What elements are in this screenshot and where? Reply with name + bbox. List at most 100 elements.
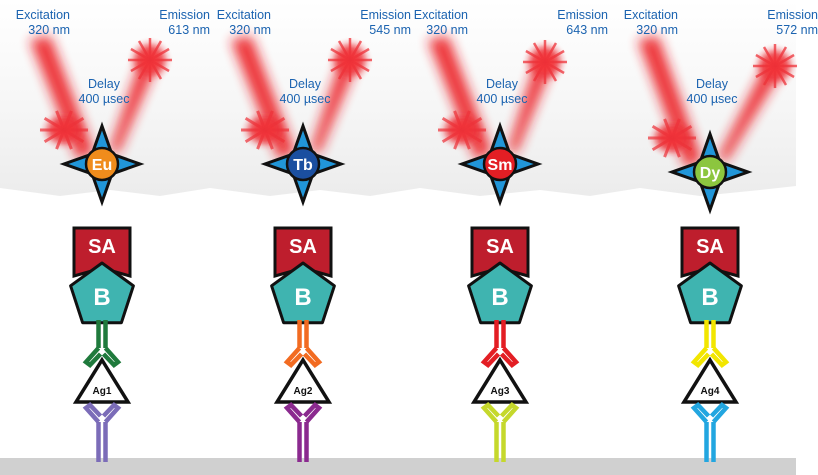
biotin-label: B [701, 284, 718, 311]
lanthanide-ion [482, 146, 518, 182]
excitation-label-line: Excitation [216, 8, 271, 22]
emission-ray [532, 61, 547, 82]
antigen-triangle [273, 356, 333, 404]
emission-beam [110, 38, 172, 154]
emission-ray [544, 49, 565, 64]
excitation-ray [263, 129, 274, 150]
emission-label-line: Emission [557, 8, 608, 22]
emission-ray [544, 60, 565, 75]
biotin-label: B [491, 284, 508, 311]
delay-label-line: 400 µsec [279, 92, 331, 106]
emission-beam-streak [311, 56, 356, 154]
antigen-triangle [470, 356, 530, 404]
antibody-left-arm [480, 346, 501, 368]
emission-beam [508, 40, 567, 154]
excitation-ray [55, 129, 66, 150]
antibody-heavy-chain [711, 320, 716, 348]
excitation-ray [62, 129, 73, 150]
excitation-label-line: Excitation [623, 8, 678, 22]
emission-ray [349, 58, 370, 73]
antigen-label: Ag1 [93, 386, 112, 397]
emission-ray [130, 58, 151, 73]
antibody-left-arm [283, 346, 304, 368]
emission-ray [543, 42, 558, 63]
excitation-ray [244, 116, 266, 132]
excitation-ray [244, 128, 266, 144]
antibody-heavy-chain [96, 320, 101, 348]
biotin-pentagon [69, 261, 135, 325]
delay-label-line: Delay [696, 77, 728, 91]
emission-ray [762, 65, 777, 86]
antibody-heavy-chain [103, 422, 108, 462]
plate-surface [0, 458, 796, 475]
emission-ray [773, 46, 788, 67]
lanthanide-label: Eu [92, 157, 112, 174]
emission-label-line: Emission [767, 8, 818, 22]
streptavidin-label: SA [88, 236, 116, 258]
antibody-heavy-chain [297, 422, 302, 462]
antibody-heavy-chain [304, 422, 309, 462]
emission-ray [149, 58, 170, 73]
antibody-left-arm [283, 402, 304, 424]
biotin-pentagon [677, 261, 743, 325]
antibody-right-arm [499, 402, 520, 424]
biotin-label: B [294, 284, 311, 311]
antibody-right-arm [101, 346, 122, 368]
biotin-pentagon [270, 261, 336, 325]
emission-label-line: 643 nm [566, 23, 608, 37]
lanthanide-label: Dy [700, 165, 721, 182]
emission-ray [130, 47, 151, 62]
emission-ray [755, 64, 776, 79]
lanthanide-ion [84, 146, 120, 182]
emission-ray [773, 65, 788, 86]
antibody-heavy-chain [711, 422, 716, 462]
excitation-ray [63, 128, 85, 144]
streptavidin-label: SA [696, 236, 724, 258]
antibody-left-arm [82, 346, 103, 368]
emission-ray [337, 40, 352, 61]
antibody-left-arm [690, 346, 711, 368]
antibody-heavy-chain [96, 422, 101, 462]
antibody-heavy-chain [704, 320, 709, 348]
emission-ray [137, 59, 152, 80]
biotin-pentagon [467, 261, 533, 325]
lanthanide-ion [692, 154, 728, 190]
emission-ray [774, 53, 795, 68]
excitation-ray [460, 129, 471, 150]
antibody-left-arm [480, 402, 501, 424]
emission-ray [330, 47, 351, 62]
emission-ray [337, 59, 352, 80]
excitation-ray [663, 137, 674, 158]
excitation-ray [663, 118, 674, 139]
excitation-ray [453, 129, 464, 150]
delay-label-line: 400 µsec [686, 92, 738, 106]
antibody-heavy-chain [494, 320, 499, 348]
excitation-ray [441, 116, 463, 132]
antigen-triangle [680, 356, 740, 404]
emission-ray [137, 40, 152, 61]
background-haze [0, 0, 796, 196]
emission-ray [774, 64, 795, 79]
delay-label-line: Delay [486, 77, 518, 91]
antibody-left-arm [82, 402, 103, 424]
excitation-label-line: Excitation [15, 8, 70, 22]
emission-ray [148, 59, 163, 80]
emission-ray [543, 61, 558, 82]
lanthanide-ion [285, 146, 321, 182]
antigen-label: Ag4 [701, 386, 720, 397]
emission-ray [762, 46, 777, 67]
excitation-ray [256, 110, 267, 131]
emission-ray [348, 59, 363, 80]
biotin-label: B [93, 284, 110, 311]
emission-beam-streak [110, 56, 156, 154]
antibody-right-arm [302, 402, 323, 424]
